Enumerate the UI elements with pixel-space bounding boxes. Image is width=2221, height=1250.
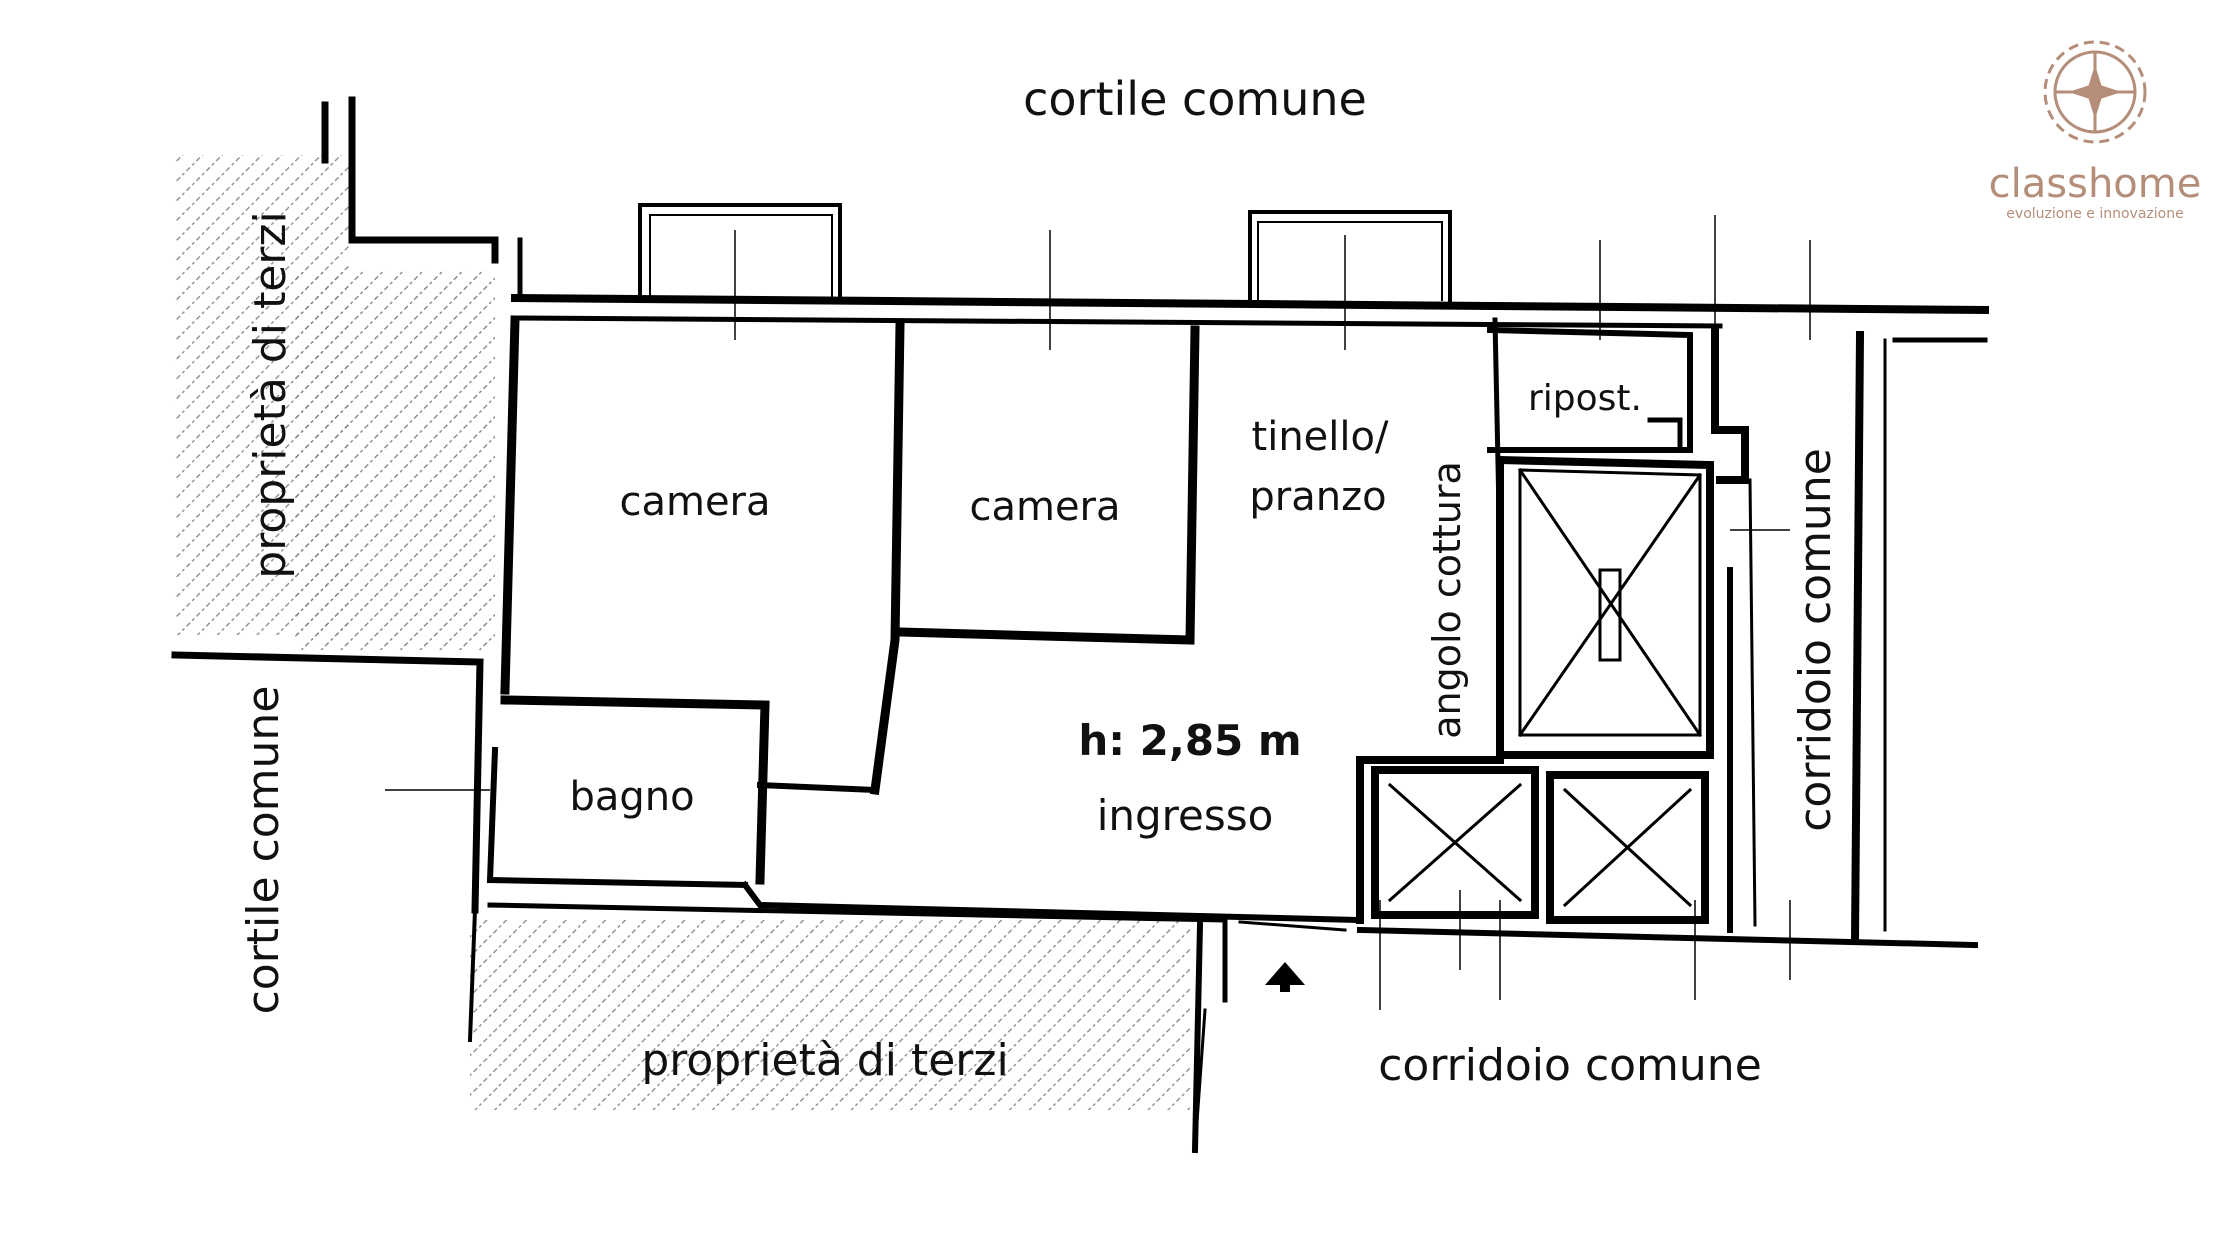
label-tinello: tinello/ (1252, 414, 1389, 460)
hatched-area-bottom (470, 920, 1190, 1110)
walls (171, 96, 1990, 1154)
label-camera-1: camera (619, 479, 770, 525)
label-bagno: bagno (569, 774, 694, 820)
entrance-arrow-icon (1265, 962, 1305, 992)
label-cortile-top: cortile comune (1023, 72, 1367, 126)
label-corridoio-bottom: corridoio comune (1378, 1040, 1762, 1091)
brand-tagline: evoluzione e innovazione (2006, 206, 2183, 222)
label-cortile-left: cortile comune (238, 686, 289, 1015)
brand-name: classhome (1989, 161, 2202, 207)
label-proprieta-left: proprietà di terzi (245, 211, 296, 578)
label-corridoio-right: corridoio comune (1790, 448, 1841, 832)
label-proprieta-bottom: proprietà di terzi (641, 1035, 1008, 1086)
label-camera-2: camera (969, 484, 1120, 530)
compass-rose-icon (2043, 40, 2147, 144)
label-ripost: ripost. (1528, 378, 1642, 419)
label-pranzo: pranzo (1249, 474, 1386, 520)
label-ingresso: ingresso (1097, 791, 1274, 840)
brand-logo: classhome evoluzione e innovazione (1989, 40, 2202, 222)
label-height: h: 2,85 m (1078, 716, 1301, 765)
axis-lines (385, 215, 1811, 1010)
hatched-area-left (175, 155, 495, 650)
label-angolo-cottura: angolo cottura (1425, 461, 1469, 739)
